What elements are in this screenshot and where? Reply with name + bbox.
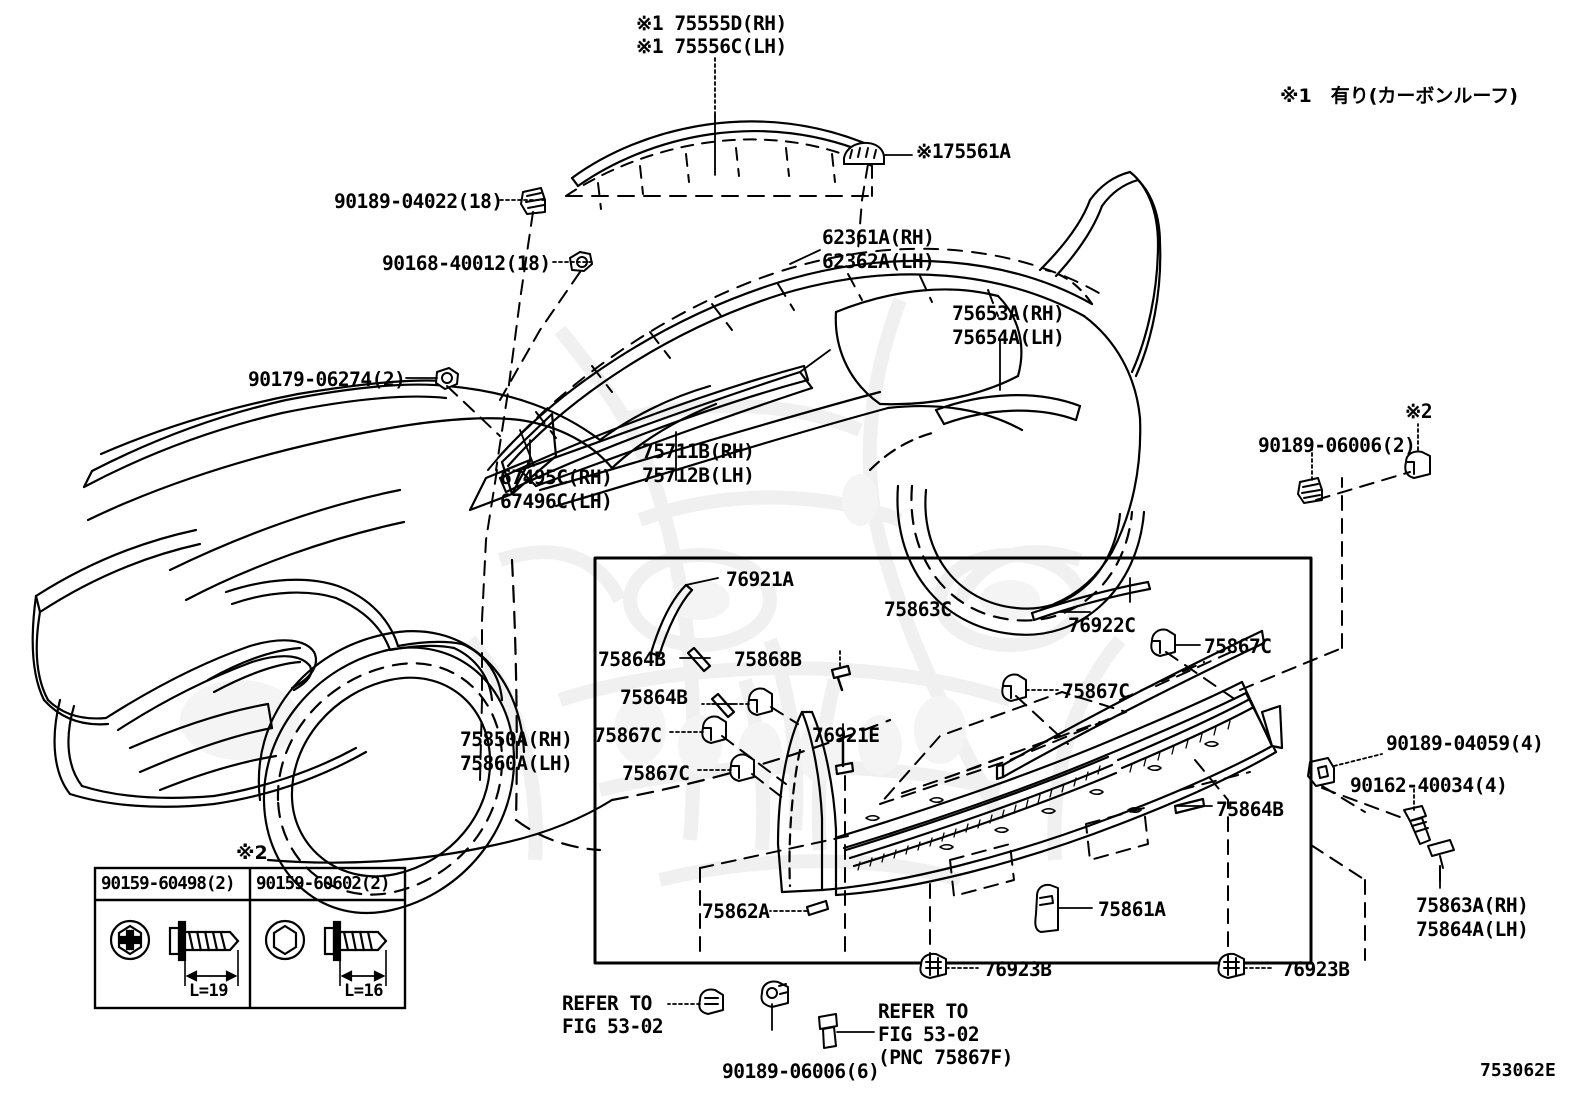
label-clip-75867c-3: 75867C <box>594 724 662 747</box>
label-bolt-90189-06006-2: 90189-06006(2) <box>1258 434 1416 457</box>
label-drip-moulding-lh: 75712B(LH) <box>642 464 755 487</box>
label-rocker-panel-lh: 75860A(LH) <box>460 752 573 775</box>
label-rocker-panel-rh: 75850A(RH) <box>460 728 573 751</box>
label-roof-clip-75561a: ※175561A <box>916 140 1011 163</box>
label-belt-moulding-rh: 62361A(RH) <box>822 226 935 249</box>
label-pillar-garnish-lh: 67496C(LH) <box>500 490 613 513</box>
label-clip-75864b-2: 75864B <box>620 686 688 709</box>
label-clip-75864b-3: 75864B <box>1216 798 1284 821</box>
label-bolt-90189-06006-6: 90189-06006(6) <box>722 1060 880 1083</box>
label-retainer-75868b: 75868B <box>734 648 802 671</box>
legend-length-1: L=19 <box>189 981 228 1001</box>
label-pillar-garnish-rh: 67495C(RH) <box>500 466 613 489</box>
label-nut-90179-06274: 90179-06274(2) <box>248 368 406 391</box>
label-clip-75867c-right: 75867C <box>1062 680 1130 703</box>
label-screw-90162-40034: 90162-40034(4) <box>1350 774 1508 797</box>
label-moulding-75863c: 75863C <box>884 598 952 621</box>
legend-title-mark2: ※2 <box>236 842 268 864</box>
label-roof-moulding-lh: ※1 75556C(LH) <box>636 35 787 58</box>
note-carbon-roof: ※1 有り(カーボンルーフ) <box>1280 85 1518 107</box>
figure-code: 753062E <box>1480 1060 1556 1081</box>
label-roof-moulding-rh: ※1 75555D(RH) <box>636 12 787 35</box>
label-refer-left-line1: REFER TO <box>562 992 652 1015</box>
label-seal-76921a: 76921A <box>726 568 794 591</box>
label-clip-75864b-1: 75864B <box>598 648 666 671</box>
label-clip-75867c-4: 75867C <box>622 762 690 785</box>
legend-part-no-1: 90159-60498(2) <box>101 874 236 894</box>
label-arch-moulding-lh: 75654A(LH) <box>952 326 1065 349</box>
label-rocker-spoiler-lh: 75864A(LH) <box>1416 918 1529 941</box>
label-drip-moulding-rh: 75711B(RH) <box>642 440 755 463</box>
label-screw-90189-04022: 90189-04022(18) <box>334 190 503 213</box>
label-nut-76923b-2: 76923B <box>1282 958 1350 981</box>
label-refer-left-line2: FIG 53-02 <box>562 1015 664 1038</box>
label-arch-moulding-rh: 75653A(RH) <box>952 302 1065 325</box>
label-refer-right-line1: REFER TO <box>878 1000 968 1023</box>
label-clip-75862a: 75862A <box>702 900 770 923</box>
label-seal-76922c: 76922C <box>1068 614 1136 637</box>
label-nut-76923b-1: 76923B <box>984 958 1052 981</box>
label-screw-90168-40012: 90168-40012(18) <box>382 252 551 275</box>
label-clip-75861a: 75861A <box>1098 898 1166 921</box>
label-rocker-spoiler-rh: 75863A(RH) <box>1416 894 1529 917</box>
label-mark2-right: ※2 <box>1405 400 1433 423</box>
label-belt-moulding-lh: 62362A(LH) <box>822 250 935 273</box>
label-refer-right-line2: FIG 53-02 <box>878 1023 980 1046</box>
legend-part-no-2: 90159-60602(2) <box>256 874 391 894</box>
label-seal-76921e: 76921E <box>812 724 880 747</box>
legend-length-2: L=16 <box>344 981 383 1001</box>
label-clip-75867c-top-right: 75867C <box>1204 635 1272 658</box>
label-screw-90189-04059: 90189-04059(4) <box>1386 732 1544 755</box>
label-refer-right-line3: (PNC 75867F) <box>878 1046 1013 1069</box>
